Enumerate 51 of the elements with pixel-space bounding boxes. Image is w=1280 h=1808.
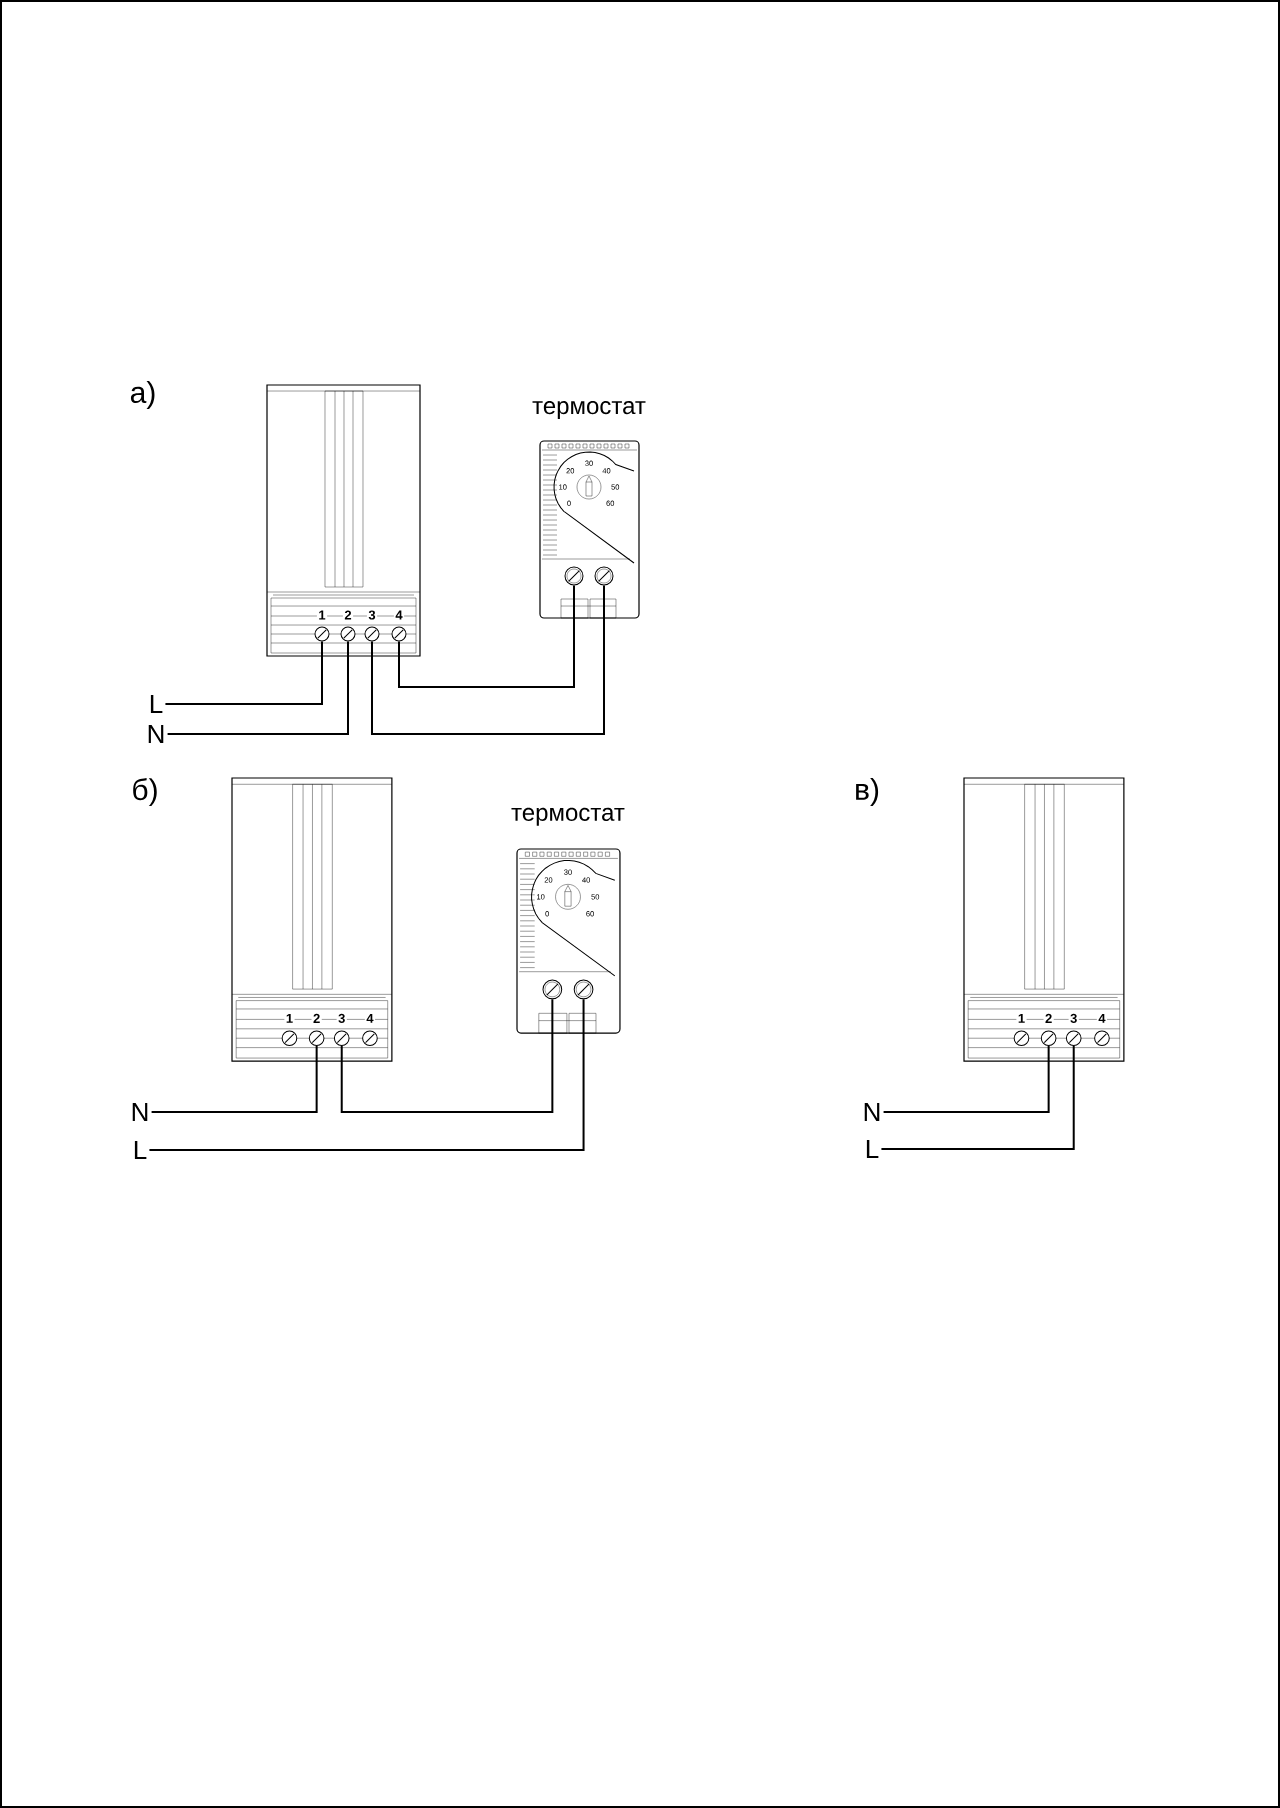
terminal-number: 4 (1096, 1012, 1108, 1025)
terminal-number: 3 (336, 1012, 347, 1025)
wire (398, 584, 575, 688)
wire (882, 1045, 1050, 1113)
heater (231, 777, 393, 1062)
terminal-number: 2 (311, 1012, 322, 1025)
wire-label: N (132, 1103, 148, 1121)
wire (148, 998, 585, 1151)
terminal-number: 1 (316, 609, 328, 621)
wire-label: L (150, 695, 163, 713)
terminal-number: 4 (364, 1012, 376, 1025)
wire (371, 584, 605, 735)
terminal-screw (340, 626, 356, 642)
terminal-number: 1 (284, 1012, 295, 1025)
terminal-screw (362, 1030, 378, 1047)
terminal-number: 2 (342, 609, 354, 622)
terminal-screw (391, 626, 407, 642)
terminal-screw (308, 1030, 325, 1047)
terminal-number: 3 (1068, 1012, 1079, 1025)
terminal-number: 3 (366, 608, 378, 622)
terminal-screw (333, 1030, 350, 1047)
wire (164, 640, 323, 705)
wire (166, 640, 349, 735)
panel-letter: б) (133, 777, 157, 807)
terminal-screw (1013, 1030, 1030, 1047)
heater (266, 384, 421, 657)
wire-label: L (866, 1140, 879, 1158)
terminal-screw (1065, 1030, 1082, 1047)
device-label: термостат (511, 807, 625, 826)
heater (963, 777, 1125, 1062)
wire (880, 1045, 1075, 1150)
terminal-screw (573, 979, 594, 1000)
wire-label: N (148, 725, 164, 743)
terminal-screw (1094, 1030, 1110, 1047)
terminal-screw (542, 979, 563, 1000)
wire-label: L (134, 1141, 147, 1159)
panel-letter: а) (130, 381, 155, 409)
panel-letter: в) (856, 778, 879, 806)
wire-label: N (864, 1103, 880, 1121)
terminal-number: 2 (1043, 1012, 1054, 1025)
device-label: термостат (532, 401, 646, 419)
terminal-screw (594, 566, 614, 586)
wire (340, 998, 554, 1113)
terminal-number: 4 (393, 609, 405, 621)
terminal-number: 1 (1016, 1012, 1027, 1025)
terminal-screw (564, 566, 584, 586)
terminal-screw (281, 1030, 298, 1047)
terminal-screw (314, 626, 330, 642)
terminal-screw (1040, 1030, 1057, 1047)
wire (150, 1045, 318, 1113)
terminal-screw (364, 626, 380, 642)
